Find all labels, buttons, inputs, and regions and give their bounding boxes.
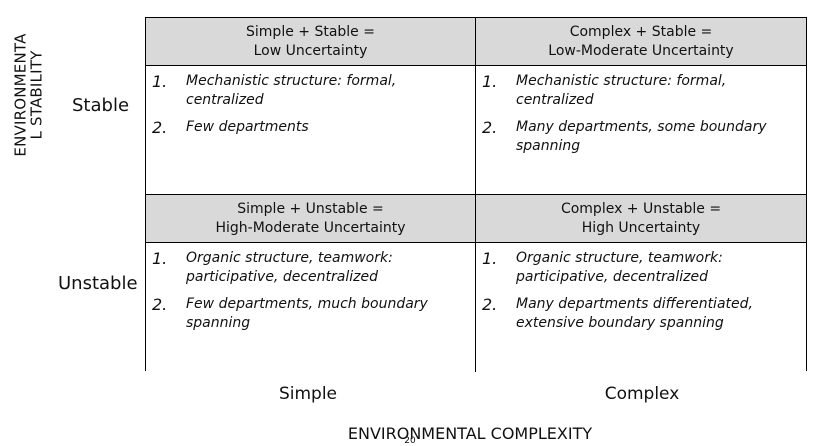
list-item: 2. Few departments bbox=[152, 118, 465, 137]
list-item: 1. Organic structure, teamwork: particip… bbox=[482, 249, 796, 287]
list-item-number: 1. bbox=[152, 72, 168, 91]
column-label-complex: Complex bbox=[604, 384, 680, 404]
list-item-text: Organic structure, teamwork: participati… bbox=[186, 250, 393, 285]
quadrant-header: Complex + Unstable = High Uncertainty bbox=[476, 195, 806, 243]
list-item-number: 1. bbox=[482, 72, 498, 91]
list-item-number: 2. bbox=[152, 295, 168, 314]
quadrant-simple-stable: Simple + Stable = Low Uncertainty 1. Mec… bbox=[146, 18, 476, 195]
list-item-text: Mechanistic structure: formal, centraliz… bbox=[516, 73, 727, 108]
page-number: 20 bbox=[404, 436, 416, 446]
quadrant-body: 1. Organic structure, teamwork: particip… bbox=[476, 243, 806, 333]
y-axis-title: ENVIRONMENTA L STABILITY bbox=[10, 20, 48, 170]
quadrant-complex-unstable: Complex + Unstable = High Uncertainty 1.… bbox=[476, 195, 806, 372]
list-item: 1. Mechanistic structure: formal, centra… bbox=[482, 72, 796, 110]
list-item-number: 2. bbox=[482, 118, 498, 137]
quadrant-header: Simple + Stable = Low Uncertainty bbox=[146, 18, 475, 66]
quadrant-simple-unstable: Simple + Unstable = High-Moderate Uncert… bbox=[146, 195, 476, 372]
list-item: 2. Few departments, much boundary spanni… bbox=[152, 295, 465, 333]
list-item: 2. Many departments differentiated, exte… bbox=[482, 295, 796, 333]
column-label-simple: Simple bbox=[278, 384, 338, 404]
quadrant-header-line-1: Simple + Stable = bbox=[246, 23, 375, 40]
list-item-text: Mechanistic structure: formal, centraliz… bbox=[186, 73, 397, 108]
x-axis-title: ENVIRONMENTAL COMPLEXITY bbox=[347, 424, 593, 443]
list-item: 1. Mechanistic structure: formal, centra… bbox=[152, 72, 465, 110]
quadrant-header: Simple + Unstable = High-Moderate Uncert… bbox=[146, 195, 475, 243]
list-item-text: Few departments bbox=[186, 119, 309, 135]
row-label-stable: Stable bbox=[72, 95, 130, 116]
quadrant-header-line-2: High-Moderate Uncertainty bbox=[215, 219, 406, 236]
quadrant-body: 1. Organic structure, teamwork: particip… bbox=[146, 243, 475, 333]
quadrant-complex-stable: Complex + Stable = Low-Moderate Uncertai… bbox=[476, 18, 806, 195]
uncertainty-matrix-grid: Simple + Stable = Low Uncertainty 1. Mec… bbox=[145, 17, 807, 372]
row-label-unstable: Unstable bbox=[58, 273, 138, 294]
list-item-number: 1. bbox=[482, 249, 498, 268]
list-item-text: Many departments, some boundary spanning bbox=[516, 119, 767, 154]
y-axis-title-text: ENVIRONMENTA L STABILITY bbox=[12, 33, 47, 157]
quadrant-header-line-2: High Uncertainty bbox=[581, 219, 701, 236]
list-item-number: 1. bbox=[152, 249, 168, 268]
quadrant-header-line-1: Simple + Unstable = bbox=[237, 200, 384, 217]
list-item: 2. Many departments, some boundary spann… bbox=[482, 118, 796, 156]
quadrant-header-line-1: Complex + Stable = bbox=[569, 23, 713, 40]
list-item-number: 2. bbox=[482, 295, 498, 314]
list-item-text: Organic structure, teamwork: participati… bbox=[516, 250, 723, 285]
list-item-text: Few departments, much boundary spanning bbox=[186, 296, 428, 331]
list-item: 1. Organic structure, teamwork: particip… bbox=[152, 249, 465, 287]
quadrant-header-line-2: Low Uncertainty bbox=[253, 42, 368, 59]
quadrant-header: Complex + Stable = Low-Moderate Uncertai… bbox=[476, 18, 806, 66]
quadrant-body: 1. Mechanistic structure: formal, centra… bbox=[146, 66, 475, 137]
quadrant-header-line-1: Complex + Unstable = bbox=[560, 200, 722, 217]
list-item-number: 2. bbox=[152, 118, 168, 137]
quadrant-header-line-2: Low-Moderate Uncertainty bbox=[548, 42, 734, 59]
quadrant-body: 1. Mechanistic structure: formal, centra… bbox=[476, 66, 806, 156]
list-item-text: Many departments differentiated, extensi… bbox=[516, 296, 753, 331]
